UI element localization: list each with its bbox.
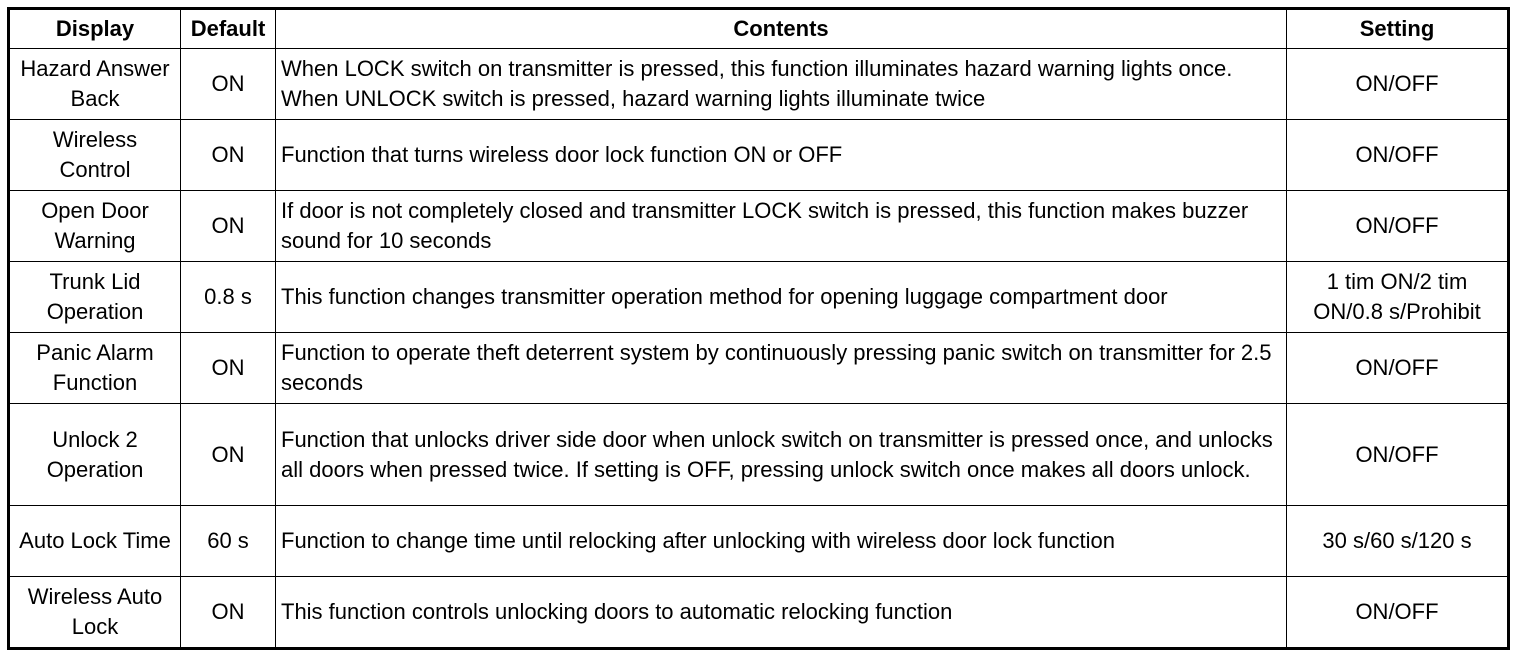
cell-setting: ON/OFF [1286,576,1509,649]
cell-display: Unlock 2 Operation [8,403,181,506]
table-header-row: Display Default Contents Setting [8,8,1509,49]
table-row: Panic Alarm Function ON Function to oper… [8,332,1509,404]
header-display: Display [8,8,181,49]
table-row: Unlock 2 Operation ON Function that unlo… [8,403,1509,506]
cell-default: ON [180,48,276,120]
cell-contents: If door is not completely closed and tra… [275,190,1287,262]
cell-display: Wireless Control [8,119,181,191]
cell-setting: ON/OFF [1286,48,1509,120]
cell-setting: 1 tim ON/2 tim ON/0.8 s/Prohibit [1286,261,1509,333]
cell-contents: This function changes transmitter operat… [275,261,1287,333]
cell-setting: ON/OFF [1286,119,1509,191]
cell-contents: Function to operate theft deterrent syst… [275,332,1287,404]
cell-contents: Function that unlocks driver side door w… [275,403,1287,506]
cell-display: Panic Alarm Function [8,332,181,404]
cell-display: Auto Lock Time [8,505,181,577]
cell-default: 60 s [180,505,276,577]
cell-default: ON [180,332,276,404]
cell-default: ON [180,190,276,262]
cell-default: ON [180,403,276,506]
table-row: Open Door Warning ON If door is not comp… [8,190,1509,262]
cell-display: Wireless Auto Lock [8,576,181,649]
header-default: Default [180,8,276,49]
cell-display: Trunk Lid Operation [8,261,181,333]
cell-contents: Function that turns wireless door lock f… [275,119,1287,191]
cell-setting: ON/OFF [1286,332,1509,404]
table-row: Wireless Control ON Function that turns … [8,119,1509,191]
cell-contents: This function controls unlocking doors t… [275,576,1287,649]
cell-default: ON [180,119,276,191]
table-row: Auto Lock Time 60 s Function to change t… [8,505,1509,577]
header-contents: Contents [275,8,1287,49]
settings-table: Display Default Contents Setting Hazard … [7,7,1510,650]
cell-default: 0.8 s [180,261,276,333]
cell-display: Hazard Answer Back [8,48,181,120]
cell-setting: 30 s/60 s/120 s [1286,505,1509,577]
header-setting: Setting [1286,8,1509,49]
table-row: Wireless Auto Lock ON This function cont… [8,576,1509,649]
cell-contents: Function to change time until relocking … [275,505,1287,577]
settings-table-container: Display Default Contents Setting Hazard … [7,7,1510,650]
cell-setting: ON/OFF [1286,190,1509,262]
table-row: Trunk Lid Operation 0.8 s This function … [8,261,1509,333]
cell-display: Open Door Warning [8,190,181,262]
cell-contents: When LOCK switch on transmitter is press… [275,48,1287,120]
cell-setting: ON/OFF [1286,403,1509,506]
table-row: Hazard Answer Back ON When LOCK switch o… [8,48,1509,120]
cell-default: ON [180,576,276,649]
